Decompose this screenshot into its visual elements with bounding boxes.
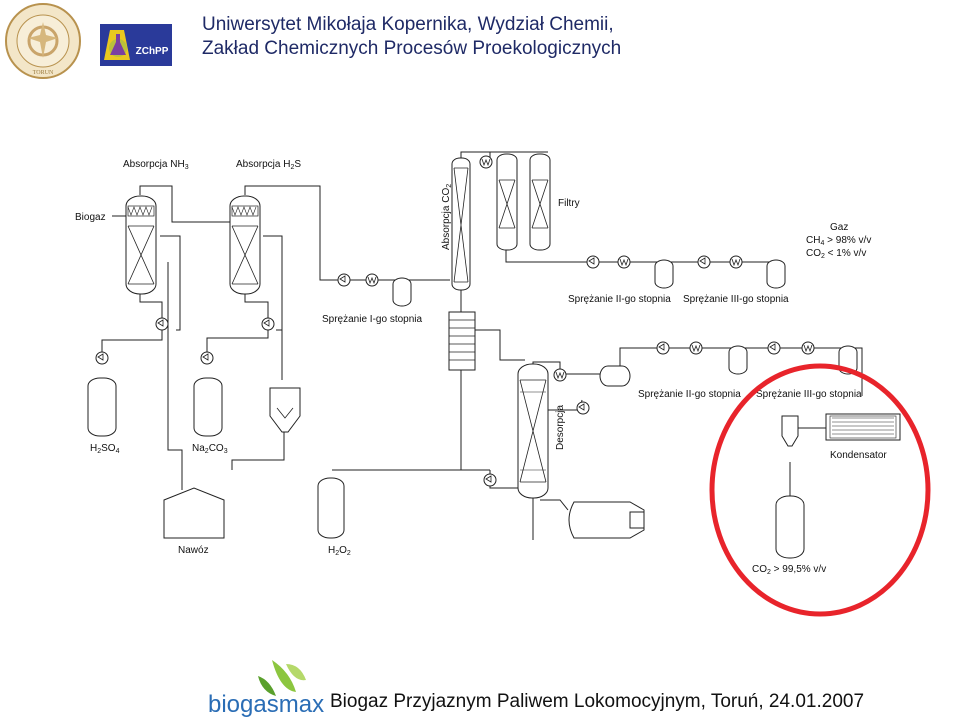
pump-desorber-icon — [483, 473, 497, 487]
hopper-mixer — [269, 387, 301, 433]
seal-city-text: TORUN — [33, 70, 54, 76]
label-kondensator: Kondensator — [830, 450, 887, 461]
drum-stage2-bottom — [728, 345, 748, 375]
valve-stage3-bottom-icon — [767, 341, 781, 355]
label-co2-out: CO2 > 99,5% v/v — [752, 564, 826, 576]
pump-column1-icon — [155, 317, 169, 331]
desorber-column — [517, 363, 549, 499]
highlight-circle — [709, 363, 931, 617]
footer-text: Biogaz Przyjaznym Paliwem Lokomocyjnym, … — [330, 691, 865, 712]
filter-1 — [496, 153, 518, 251]
label-nawoz: Nawóz — [178, 545, 209, 556]
label-absorpcja-nh3: Absorpcja NH3 — [123, 159, 189, 171]
pump-column2-icon — [261, 317, 275, 331]
buffer-drum-stage1 — [392, 277, 412, 307]
label-sprezanie-2-top: Sprężanie II-go stopnia — [568, 294, 671, 305]
label-na2co3: Na2CO3 — [192, 443, 228, 455]
zchpp-logo-text: ZChPP — [136, 46, 169, 57]
pump-na2co3-icon — [200, 351, 214, 365]
pump-h2so4-icon — [95, 351, 109, 365]
label-filtry: Filtry — [558, 198, 580, 209]
filter-2 — [529, 153, 551, 251]
process-piping — [101, 151, 863, 540]
label-h2o2: H2O2 — [328, 545, 351, 557]
drum-stage2-top — [654, 259, 674, 289]
label-gaz-ch4: CH4 > 98% v/v — [806, 235, 871, 247]
label-gaz-title: Gaz — [830, 222, 848, 233]
drum-stage3-top — [766, 259, 786, 289]
label-absorpcja-h2s: Absorpcja H2S — [236, 159, 301, 171]
compressor-stage1-icon — [365, 273, 379, 287]
biogasmax-logo: biogasmax — [208, 660, 324, 718]
label-absorpcja-co2: Absorpcja CO2 — [441, 184, 453, 250]
valve-stage2-top-icon — [586, 255, 600, 269]
h2s-absorber-column — [229, 195, 261, 295]
compressor-stage3-bottom-icon — [801, 341, 815, 355]
header-line-2: Zakład Chemicznych Procesów Proekologicz… — [202, 38, 622, 59]
label-desorpcja: Desorpcja — [555, 405, 566, 450]
cyclone-separator — [781, 415, 799, 447]
label-gaz-block: Gaz CH4 > 98% v/v CO2 < 1% v/v — [806, 222, 871, 260]
valve-desorber-icon — [576, 401, 590, 415]
flash-drum — [599, 365, 631, 387]
compressor-stage2-bottom-icon — [689, 341, 703, 355]
heat-exchanger — [448, 311, 476, 371]
label-h2so4: H2SO4 — [90, 443, 120, 455]
compressor-stage2-top-icon — [617, 255, 631, 269]
valve-stage3-top-icon — [697, 255, 711, 269]
header-line-1: Uniwersytet Mikołaja Kopernika, Wydział … — [202, 14, 614, 35]
compressor-desorber-icon — [553, 368, 567, 382]
header-title: Uniwersytet Mikołaja Kopernika, Wydział … — [202, 13, 621, 61]
h2o2-tank — [317, 477, 345, 539]
condenser — [825, 413, 901, 441]
valve-stage2-bottom-icon — [656, 341, 670, 355]
h2so4-tank — [87, 377, 117, 437]
nh3-absorber-column — [125, 195, 157, 295]
compressor-co2-top-icon — [479, 155, 493, 169]
label-biogaz: Biogaz — [75, 212, 106, 223]
label-sprezanie-1: Sprężanie I-go stopnia — [322, 314, 423, 325]
university-seal-logo: TORUN — [5, 3, 81, 79]
nawoz-tank — [163, 487, 225, 539]
co2-storage-tank — [775, 495, 805, 559]
co2-absorber-column — [451, 157, 471, 291]
label-sprezanie-3-top: Sprężanie III-go stopnia — [683, 294, 789, 305]
compressor-stage3-top-icon — [729, 255, 743, 269]
label-sprezanie-3-bottom: Sprężanie III-go stopnia — [756, 389, 862, 400]
zchpp-logo: ZChPP — [96, 20, 176, 72]
label-gaz-co2: CO2 < 1% v/v — [806, 248, 866, 260]
label-sprezanie-2-bottom: Sprężanie II-go stopnia — [638, 389, 741, 400]
na2co3-tank — [193, 377, 223, 437]
biogasmax-logo-text: biogasmax — [208, 691, 324, 718]
reboiler — [568, 501, 645, 539]
valve-stage1-icon — [337, 273, 351, 287]
